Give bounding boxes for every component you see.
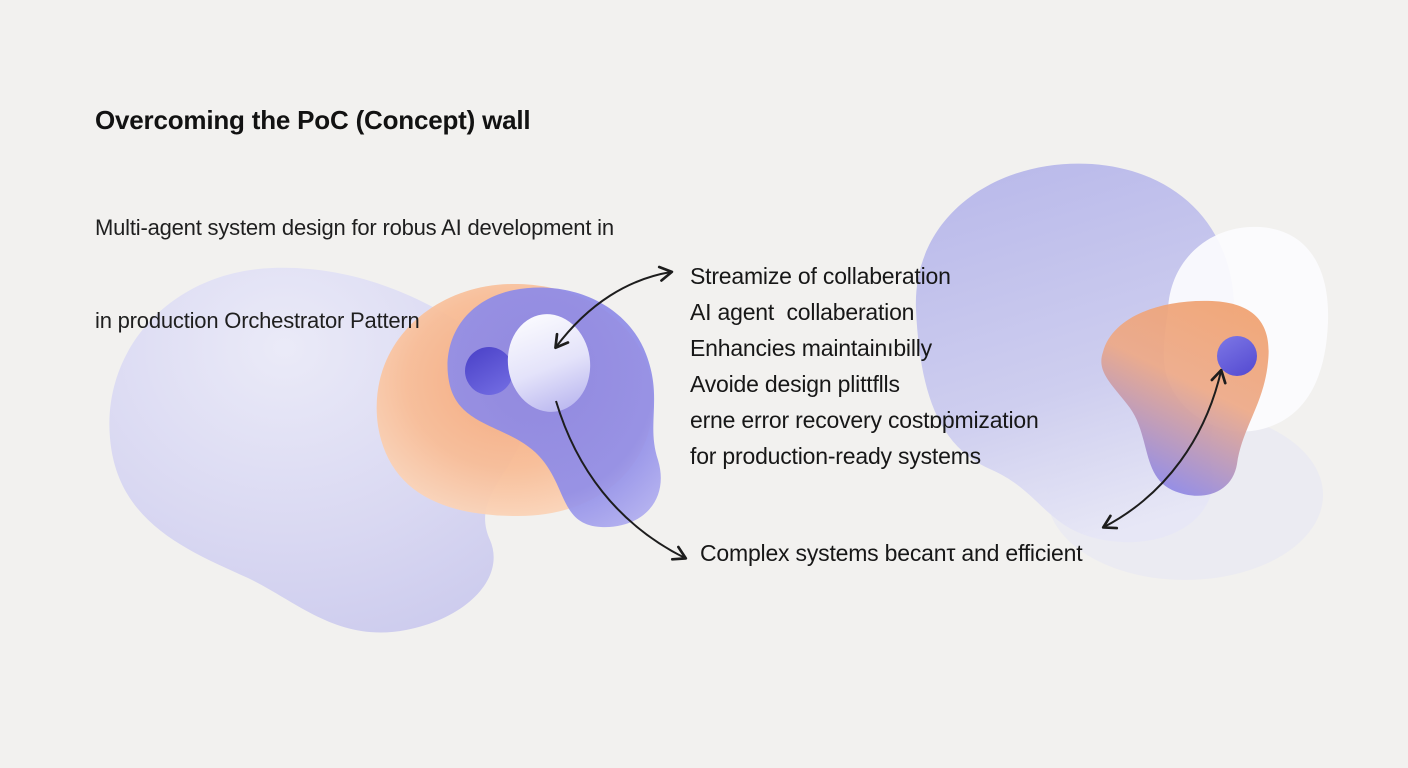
blob-right-indigo-dot — [1217, 336, 1257, 376]
bottom-note: Complex systems becanτ and efficient — [700, 540, 1083, 566]
curved-arrow-bottom-left — [555, 400, 688, 561]
diagram-subtitle: Multi-agent system design for robus AI d… — [95, 150, 614, 398]
blob-left-indigo-dot — [465, 347, 513, 395]
diagram-title: Overcoming the PoC (Concept) wall — [95, 105, 531, 135]
annotation-line: Avoide design plittflls — [690, 371, 900, 397]
annotation-line: Streamize of collaberation — [690, 263, 951, 289]
annotation-line: AI agent collaberation — [690, 299, 915, 325]
curved-double-arrow-right — [1101, 368, 1227, 530]
annotation-line: for production-ready systems — [690, 443, 981, 469]
annotation-line: erne error recovery costɒṗmization — [690, 407, 1039, 433]
curved-double-arrow-top — [554, 265, 674, 350]
diagram-subtitle-line1: Multi-agent system design for robus AI d… — [95, 215, 614, 240]
diagram-subtitle-line2: in production Orchestrator Pattern — [95, 308, 420, 333]
annotation-line: Enhancies maintainıbilly — [690, 335, 932, 361]
annotation-list: Streamize of collaberation AI agent coll… — [690, 258, 1039, 474]
